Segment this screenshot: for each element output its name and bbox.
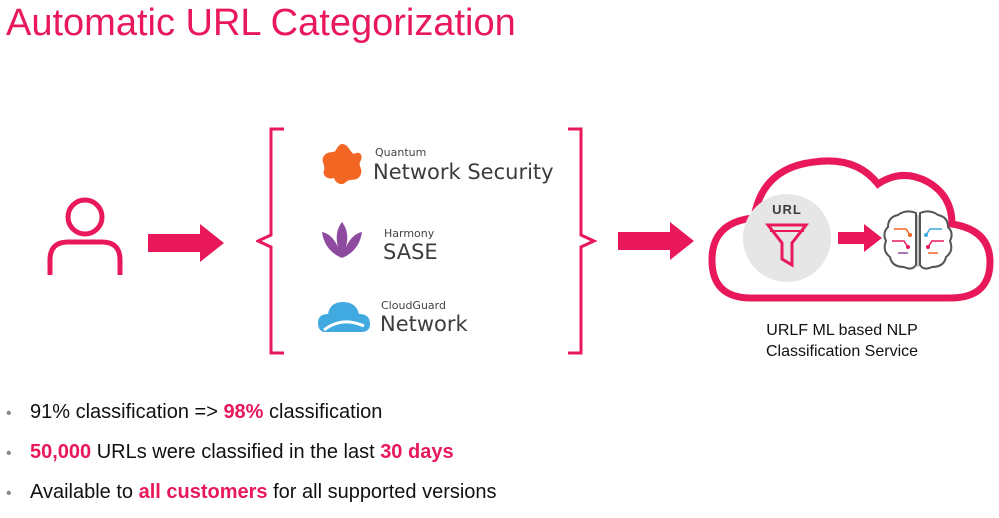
cloudguard-icon	[318, 302, 370, 332]
arrow-icon	[838, 224, 882, 252]
bullet-list: • 91% classification => 98% classificatio…	[6, 398, 497, 518]
bullet-dot-icon: •	[6, 445, 12, 462]
list-item: • 91% classification => 98% classificatio…	[6, 398, 497, 438]
bullet-highlight: all customers	[138, 481, 268, 503]
brain-icon	[883, 210, 953, 270]
cloud-caption-line1: URLF ML based NLP	[766, 322, 918, 339]
cloud-caption: URLF ML based NLP Classification Service	[712, 320, 972, 362]
bullet-text: URLs were classified in the last	[91, 441, 381, 463]
product-label-small: CloudGuard	[381, 299, 446, 312]
product-label-small: Harmony	[384, 227, 435, 240]
quantum-icon	[322, 144, 362, 185]
harmony-icon	[322, 222, 362, 258]
list-item: • 50,000 URLs were classified in the last…	[6, 438, 497, 478]
bullet-dot-icon: •	[6, 405, 12, 422]
user-icon	[47, 197, 123, 275]
bracket-icon	[568, 127, 598, 355]
product-label: SASE	[383, 240, 438, 264]
arrow-icon	[618, 222, 694, 260]
bullet-highlight: 50,000	[30, 441, 92, 463]
list-item: • Available to all customers for all supp…	[6, 478, 497, 518]
bullet-text: 91% classification =>	[30, 401, 224, 423]
arrow-icon	[148, 224, 224, 262]
cloud-caption-line2: Classification Service	[765, 343, 919, 360]
bullet-text: classification	[263, 401, 383, 423]
page-title: Automatic URL Categorization	[6, 2, 516, 44]
bullet-highlight: 30 days	[380, 441, 454, 463]
bracket-icon	[256, 127, 284, 355]
product-label: Network	[380, 312, 468, 336]
bullet-highlight: 98%	[223, 401, 264, 423]
product-label: Network Security	[373, 160, 554, 184]
bullet-text: Available to	[30, 481, 139, 503]
bullet-text: for all supported versions	[267, 481, 497, 503]
bullet-dot-icon: •	[6, 485, 12, 502]
product-label-small: Quantum	[375, 146, 427, 159]
funnel-icon	[743, 194, 831, 282]
url-label: URL	[772, 202, 802, 217]
